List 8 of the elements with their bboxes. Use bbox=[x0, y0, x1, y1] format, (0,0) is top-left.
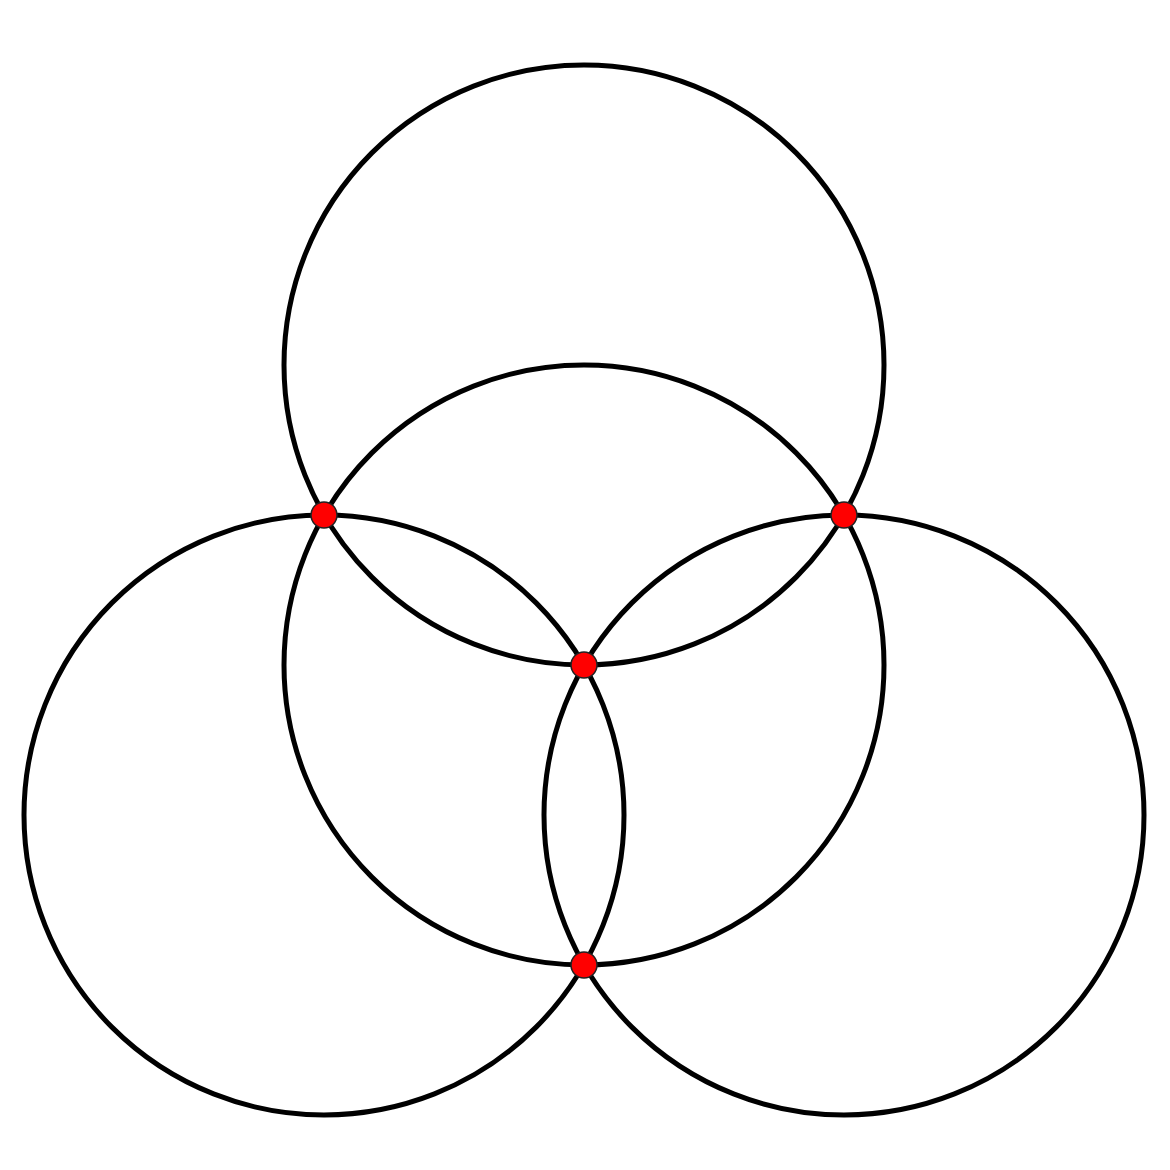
circle-outline bbox=[281, 362, 887, 968]
circle-outline bbox=[281, 62, 887, 668]
point-marker bbox=[310, 501, 338, 529]
circle-outline bbox=[541, 512, 1147, 1118]
point-marker bbox=[570, 651, 598, 679]
point-marker bbox=[570, 951, 598, 979]
circle-outline bbox=[21, 512, 627, 1118]
point-marker bbox=[830, 501, 858, 529]
